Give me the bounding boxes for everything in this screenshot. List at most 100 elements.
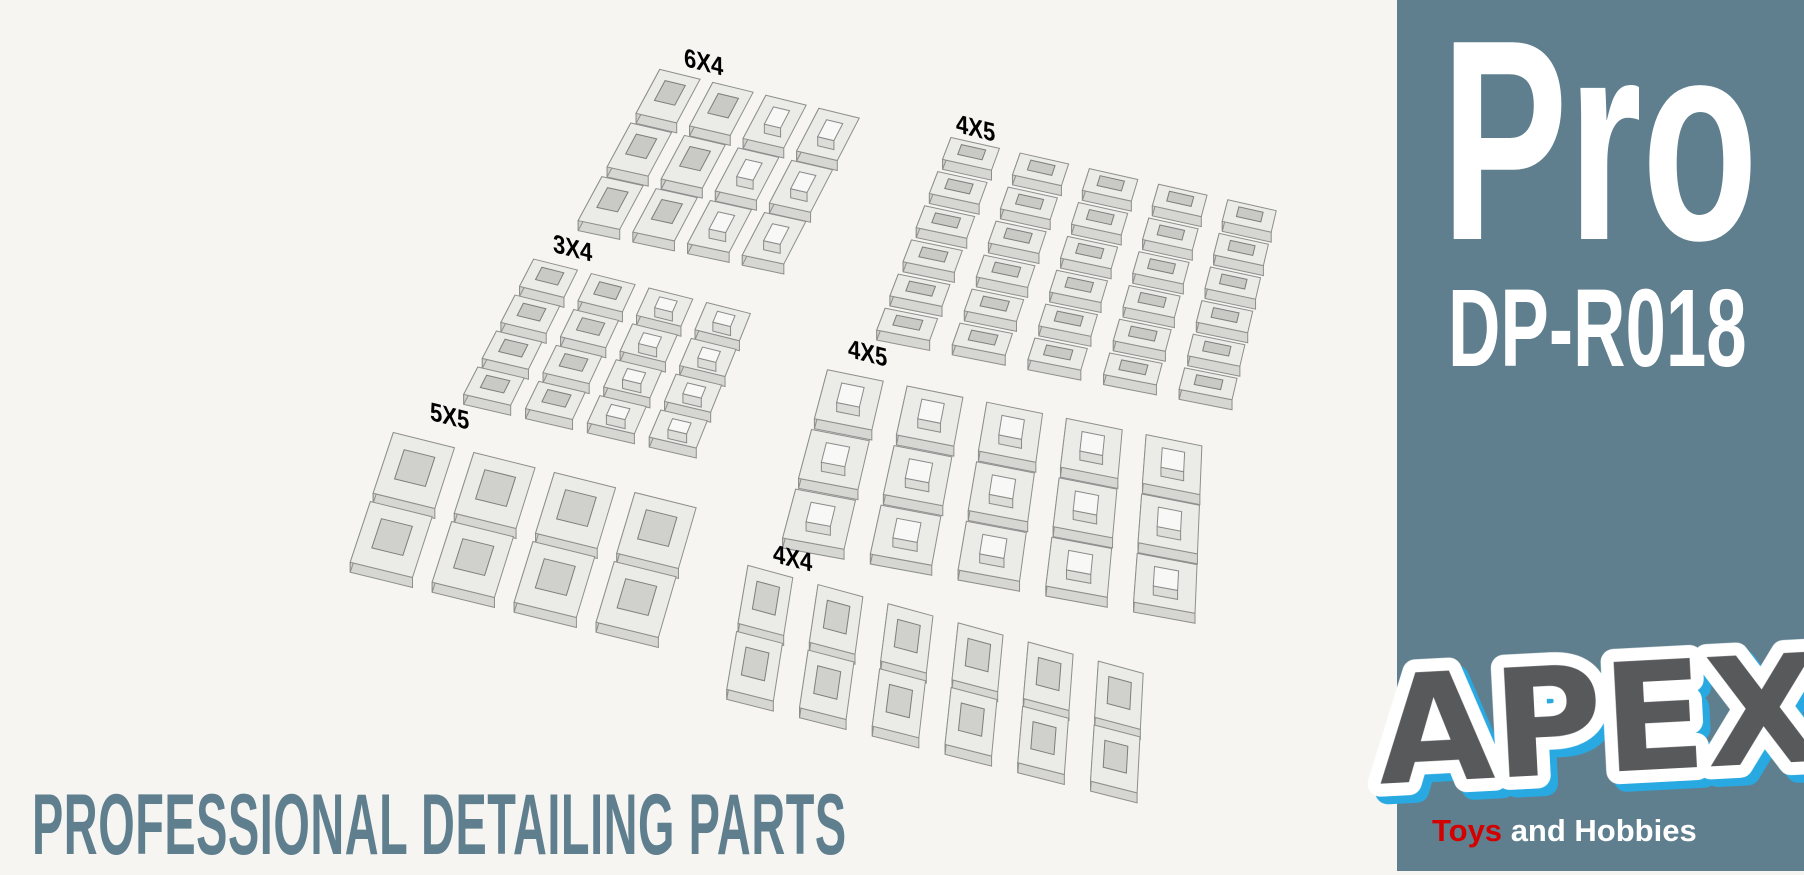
part-slot bbox=[991, 261, 1022, 278]
part-slot bbox=[1166, 190, 1195, 207]
part-slot bbox=[1075, 242, 1105, 260]
part-slot bbox=[1003, 227, 1033, 244]
part-block bbox=[892, 517, 922, 543]
subtitle-toys: Toys bbox=[1432, 813, 1503, 848]
part-block bbox=[917, 398, 945, 424]
part-slot bbox=[1235, 206, 1264, 223]
part-opening bbox=[893, 618, 921, 654]
part-slot bbox=[624, 133, 658, 160]
tagline: PROFESSIONAL DETAILING PARTS bbox=[32, 777, 847, 873]
apex-logo-text: APEX bbox=[1373, 623, 1804, 820]
part-slot bbox=[1210, 306, 1240, 324]
part-block bbox=[1072, 490, 1100, 516]
part-slot bbox=[1064, 276, 1095, 293]
part-opening bbox=[393, 449, 436, 488]
part-slot bbox=[1127, 325, 1158, 342]
part-slot bbox=[650, 198, 684, 225]
part-slot bbox=[707, 92, 740, 119]
part-block bbox=[654, 296, 678, 313]
part-slot bbox=[905, 280, 937, 297]
part-block bbox=[621, 367, 647, 385]
part-slot bbox=[1156, 224, 1186, 241]
pro-title: Pro bbox=[1441, 0, 1759, 300]
part-slot bbox=[541, 388, 572, 408]
part-block bbox=[998, 414, 1025, 440]
part-block bbox=[1156, 506, 1183, 532]
part-block bbox=[708, 211, 736, 234]
part-slot bbox=[653, 80, 687, 106]
apex-logo: APEX bbox=[1360, 610, 1804, 833]
part-block bbox=[762, 223, 790, 245]
part-opening bbox=[751, 580, 781, 616]
part-slot bbox=[678, 145, 712, 172]
part-block bbox=[697, 346, 722, 363]
part-slot bbox=[1146, 258, 1177, 275]
part-slot bbox=[957, 143, 987, 161]
part-opening bbox=[964, 637, 992, 673]
part-slot bbox=[1026, 159, 1056, 176]
part-block bbox=[988, 474, 1017, 500]
part-slot bbox=[918, 246, 949, 263]
parts-illustration bbox=[349, 68, 1277, 804]
part-opening bbox=[555, 489, 597, 528]
part-slot bbox=[1042, 344, 1074, 361]
part-opening bbox=[636, 509, 678, 548]
part-opening bbox=[740, 646, 770, 682]
part-opening bbox=[1030, 721, 1057, 756]
part-slot bbox=[497, 338, 529, 358]
part-block bbox=[1065, 549, 1094, 575]
part-slot bbox=[1118, 359, 1149, 376]
part-block bbox=[1160, 447, 1186, 473]
part-block bbox=[789, 171, 817, 194]
part-slot bbox=[944, 178, 974, 195]
part-opening bbox=[1102, 739, 1129, 774]
part-slot bbox=[967, 329, 999, 346]
part-opening bbox=[452, 538, 495, 577]
part-block bbox=[605, 403, 631, 421]
part-opening bbox=[534, 558, 576, 597]
part-block bbox=[667, 418, 692, 435]
part-opening bbox=[1035, 656, 1062, 692]
part-block bbox=[836, 382, 865, 408]
part-slot bbox=[1193, 374, 1224, 391]
part-slot bbox=[575, 317, 606, 337]
part-slot bbox=[979, 295, 1010, 312]
logo-subtitle: Toys and Hobbies bbox=[1432, 813, 1697, 848]
part-block bbox=[820, 442, 851, 468]
subtitle-and-hobbies: and Hobbies bbox=[1510, 813, 1697, 848]
part-slot bbox=[1218, 273, 1248, 290]
part-slot bbox=[892, 314, 924, 331]
part-block bbox=[904, 458, 934, 484]
part-block bbox=[637, 332, 663, 349]
part-slot bbox=[596, 187, 629, 213]
part-slot bbox=[1014, 193, 1045, 210]
part-opening bbox=[885, 683, 914, 719]
part-opening bbox=[813, 665, 842, 700]
part-block bbox=[979, 533, 1008, 559]
part-opening bbox=[616, 578, 658, 617]
part-opening bbox=[1106, 675, 1132, 711]
part-opening bbox=[822, 599, 851, 635]
part-slot bbox=[516, 302, 547, 322]
part-slot bbox=[1137, 291, 1167, 309]
product-code: DP-R018 bbox=[1448, 267, 1747, 390]
part-slot bbox=[931, 212, 962, 229]
part-block bbox=[682, 382, 707, 399]
part-slot bbox=[534, 266, 565, 286]
part-block bbox=[1152, 565, 1180, 592]
part-block bbox=[1079, 430, 1106, 457]
part-slot bbox=[1053, 310, 1084, 327]
part-slot bbox=[1096, 175, 1126, 192]
part-block bbox=[712, 310, 736, 328]
part-block bbox=[816, 119, 844, 142]
part-slot bbox=[1227, 239, 1256, 257]
brand-panel: Pro DP-R018 APEX Toys and Hobbies bbox=[1360, 0, 1804, 871]
part-slot bbox=[558, 353, 589, 372]
part-block bbox=[805, 501, 836, 527]
part-slot bbox=[479, 374, 511, 394]
part-opening bbox=[957, 702, 985, 737]
part-block bbox=[735, 158, 763, 181]
part-slot bbox=[1085, 208, 1115, 226]
part-slot bbox=[593, 281, 623, 301]
part-slot bbox=[1202, 340, 1232, 357]
